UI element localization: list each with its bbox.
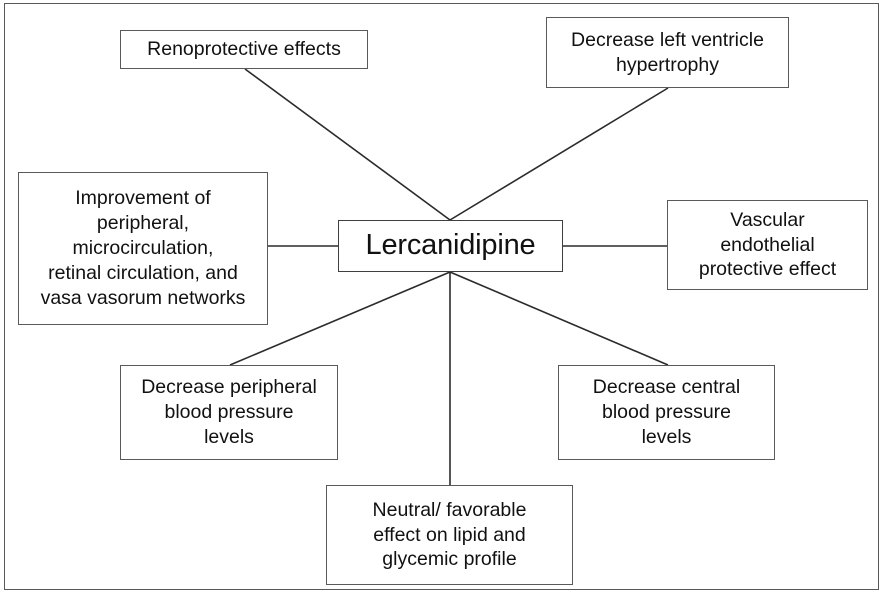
node-renoprotective-effects[interactable]: Renoprotective effects [120,30,368,69]
node-decrease-central-blood-pressure[interactable]: Decrease central blood pressure levels [558,365,775,460]
node-lercanidipine-center[interactable]: Lercanidipine [338,220,563,272]
node-central-bp-label: Decrease central blood pressure levels [592,376,741,448]
node-lvh-label: Decrease left ventricle hypertrophy [571,28,764,76]
node-neutral-favorable-lipid-glycemic-effect[interactable]: Neutral/ favorable effect on lipid and g… [326,485,573,585]
node-decrease-peripheral-blood-pressure[interactable]: Decrease peripheral blood pressure level… [120,365,338,460]
node-renoprotective-label: Renoprotective effects [147,38,341,61]
node-decrease-left-ventricle-hypertrophy[interactable]: Decrease left ventricle hypertrophy [546,17,789,88]
node-peripheral-bp-label: Decrease peripheral blood pressure level… [141,376,317,448]
node-improvement-label: Improvement of peripheral, microcirculat… [40,187,246,309]
node-improvement-of-peripheral-circulation[interactable]: Improvement of peripheral, microcirculat… [18,172,268,325]
node-vascular-label: Vascular endothelial protective effect [698,208,837,281]
node-lipid-label: Neutral/ favorable effect on lipid and g… [372,498,527,571]
node-vascular-endothelial-protective-effect[interactable]: Vascular endothelial protective effect [667,200,868,290]
node-center-label: Lercanidipine [365,229,536,262]
